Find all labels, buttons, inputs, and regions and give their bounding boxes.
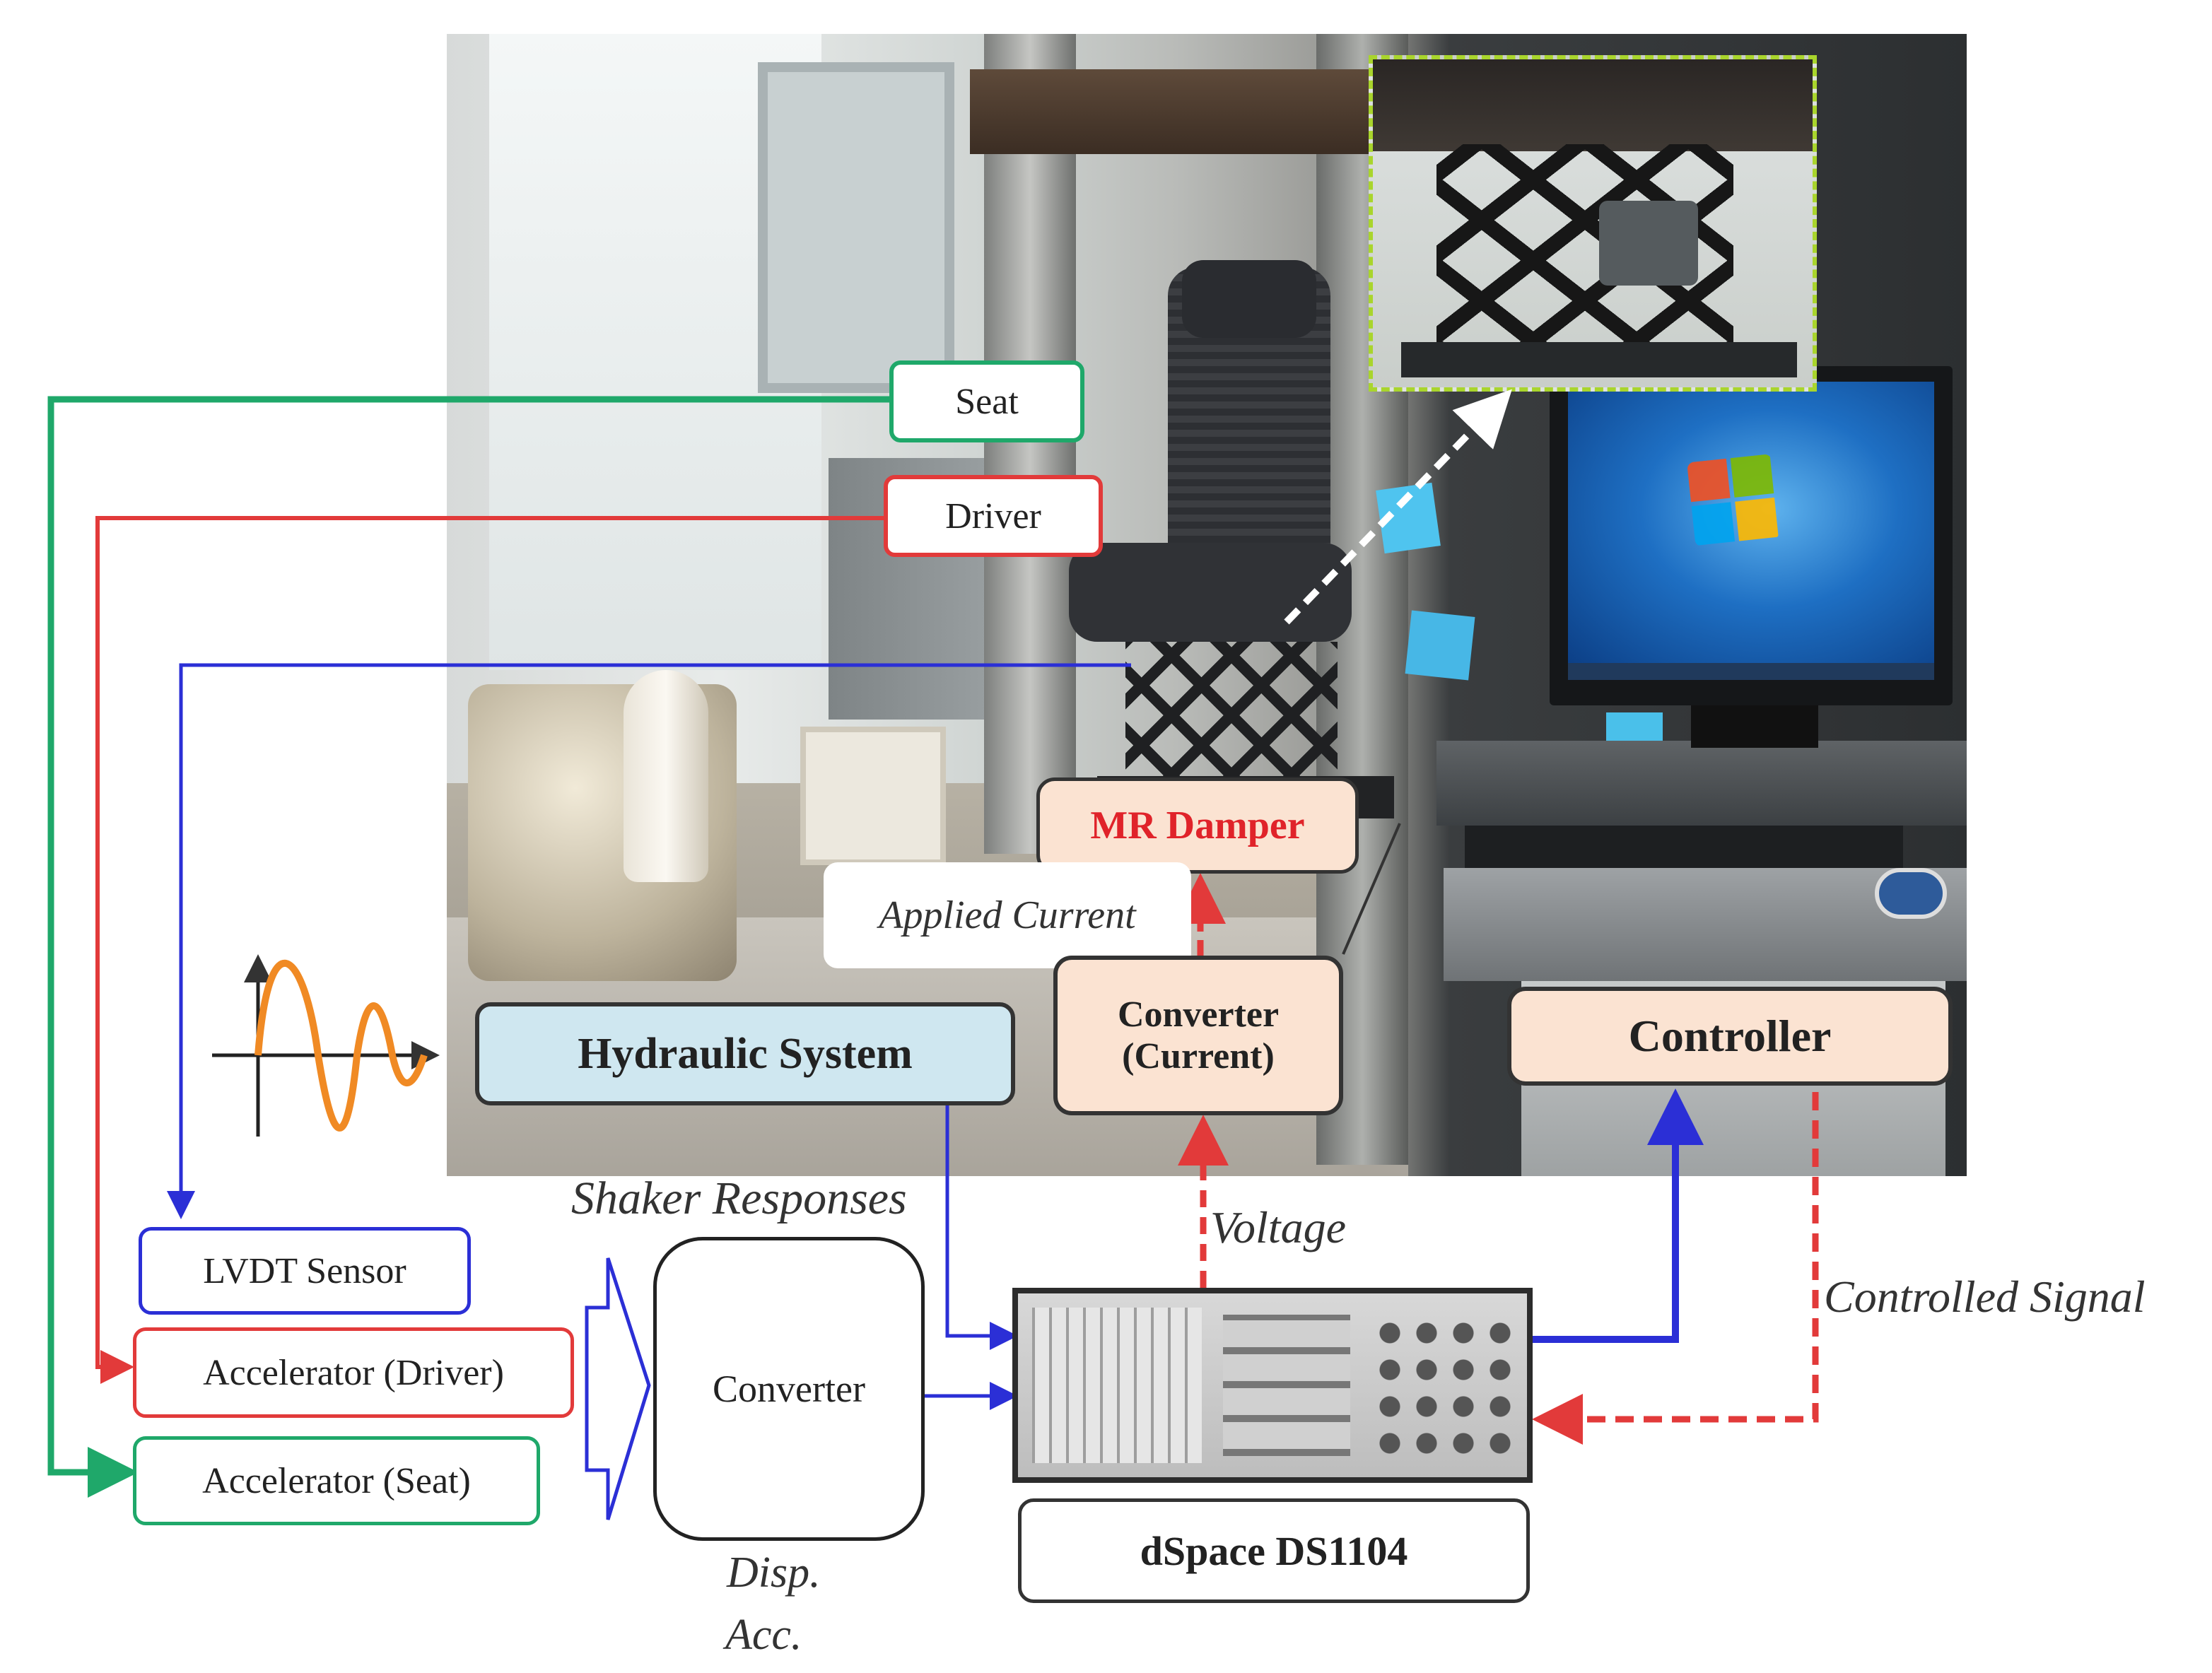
photo-box <box>800 727 946 865</box>
converter-cable-line <box>1342 823 1401 955</box>
damper-closeup-inset <box>1369 55 1817 392</box>
photo-desk <box>1436 741 1967 826</box>
driver-label: Driver <box>945 495 1041 536</box>
dspace-to-controller-line <box>1533 1088 1704 1343</box>
inset-mr-damper <box>1599 201 1698 286</box>
dspace-label: dSpace DS1104 <box>1140 1527 1408 1574</box>
hydraulic-to-dspace-line <box>945 1105 1018 1350</box>
signal-converter-label: Converter <box>713 1368 865 1410</box>
photo-seat-headrest <box>1182 260 1316 338</box>
dspace-board-connectors <box>1223 1315 1350 1456</box>
photo-monitor-stand <box>1691 705 1818 748</box>
current-converter-box: Converter (Current) <box>1053 956 1343 1115</box>
accelerator-driver-label: Accelerator (Driver) <box>203 1352 504 1393</box>
hydraulic-system-box: Hydraulic System <box>475 1002 1015 1105</box>
photo-sticky-note <box>1606 712 1663 741</box>
accelerator-seat-box: Accelerator (Seat) <box>133 1436 540 1525</box>
sensors-to-converter-arrow <box>585 1257 651 1520</box>
signal-converter-box: Converter <box>653 1237 925 1541</box>
seat-label-box: Seat <box>889 360 1084 442</box>
photo-tape-roll <box>1875 868 1947 919</box>
lvdt-signal-line <box>167 663 1131 1219</box>
seat-label: Seat <box>955 381 1019 422</box>
applied-current-label: Applied Current <box>879 893 1136 937</box>
photo-taskbar <box>1568 663 1934 680</box>
dspace-board-photo <box>1012 1288 1533 1483</box>
photo-frame-column-left <box>984 34 1076 854</box>
controlled-signal-label: Controlled Signal <box>1824 1272 2146 1322</box>
dspace-board-ports <box>1371 1315 1520 1456</box>
controlled-signal-line <box>1532 1092 1819 1445</box>
accelerator-seat-label: Accelerator (Seat) <box>202 1460 471 1501</box>
inset-base-plate <box>1401 342 1797 377</box>
driver-signal-line <box>95 516 884 1384</box>
acc-label: Acc. <box>725 1611 802 1659</box>
lvdt-sensor-box: LVDT Sensor <box>139 1227 471 1315</box>
photo-frame-beam <box>970 69 1408 154</box>
current-converter-label-line2: (Current) <box>1122 1036 1275 1076</box>
controller-box: Controller <box>1507 987 1953 1086</box>
controller-label: Controller <box>1628 1011 1832 1061</box>
seat-signal-line <box>47 396 889 1498</box>
photo-seat-cushion <box>1069 543 1352 642</box>
voltage-label: Voltage <box>1210 1202 1346 1252</box>
applied-current-label-box: Applied Current <box>824 862 1191 968</box>
dspace-board-panel <box>1032 1308 1202 1463</box>
disp-label: Disp. <box>727 1549 821 1597</box>
current-converter-label-line1: Converter <box>1117 994 1280 1035</box>
mr-damper-label: MR Damper <box>1090 804 1305 847</box>
shaker-responses-label: Shaker Responses <box>571 1173 907 1224</box>
driver-label-box: Driver <box>884 475 1103 557</box>
inset-seat-underside <box>1373 59 1813 151</box>
photo-tank <box>624 670 708 882</box>
inset-pointer-line <box>1284 389 1512 625</box>
photo-seat-suspension <box>1125 642 1338 797</box>
hydraulic-system-label: Hydraulic System <box>578 1029 913 1078</box>
lvdt-sensor-label: LVDT Sensor <box>203 1250 406 1291</box>
excitation-wave <box>254 959 428 1132</box>
dspace-label-box: dSpace DS1104 <box>1018 1498 1530 1603</box>
mr-damper-box: MR Damper <box>1036 777 1359 874</box>
accelerator-driver-box: Accelerator (Driver) <box>133 1327 574 1418</box>
